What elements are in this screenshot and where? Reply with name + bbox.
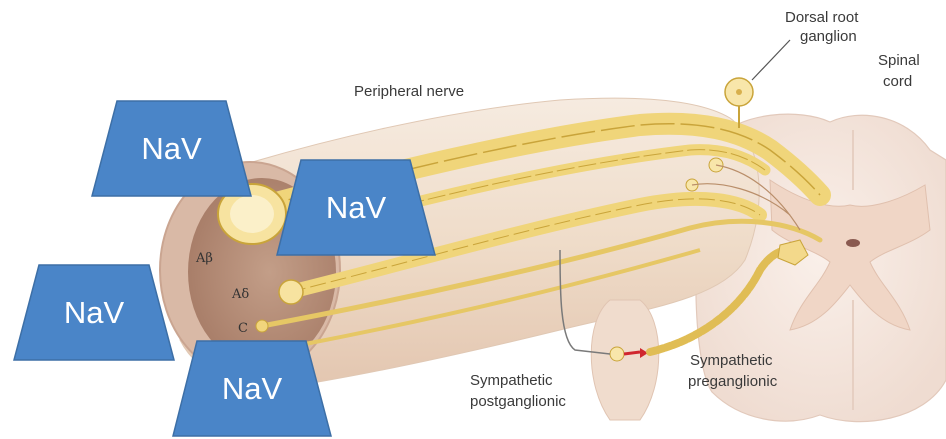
- sympathetic-preganglionic-label-line1: Sympathetic: [690, 352, 773, 369]
- a-delta-fiber-end: [279, 280, 303, 304]
- spinal-cord-label-line1: Spinal: [878, 52, 920, 69]
- a-delta-label: Aδ: [231, 287, 249, 302]
- sympathetic-preganglionic-label-line2: preganglionic: [688, 373, 778, 390]
- nav-box-3-label: NaV: [64, 295, 124, 331]
- nav-box-4-label: NaV: [222, 371, 282, 407]
- sympathetic-postganglionic-label-line2: postganglionic: [470, 393, 566, 410]
- nav-box-2: NaV: [276, 159, 436, 256]
- nav-box-1-label: NaV: [141, 131, 201, 167]
- a-beta-label: Aβ: [195, 251, 213, 266]
- peripheral-nerve-label: Peripheral nerve: [354, 83, 464, 100]
- spinal-cord-label-line2: cord: [883, 73, 912, 90]
- nav-box-4: NaV: [172, 340, 332, 437]
- dorsal-root-ganglion-label-line1: Dorsal root: [785, 9, 859, 26]
- nav-box-1: NaV: [91, 100, 252, 197]
- nav-box-3: NaV: [13, 264, 175, 361]
- central-canal: [846, 239, 860, 247]
- dorsal-root-ganglion-label-line2: ganglion: [800, 28, 857, 45]
- nav-box-2-label: NaV: [326, 190, 386, 226]
- sympathetic-postganglionic-label-line1: Sympathetic: [470, 372, 553, 389]
- c-fiber-end: [256, 320, 268, 332]
- c-fiber-label: C: [238, 321, 248, 336]
